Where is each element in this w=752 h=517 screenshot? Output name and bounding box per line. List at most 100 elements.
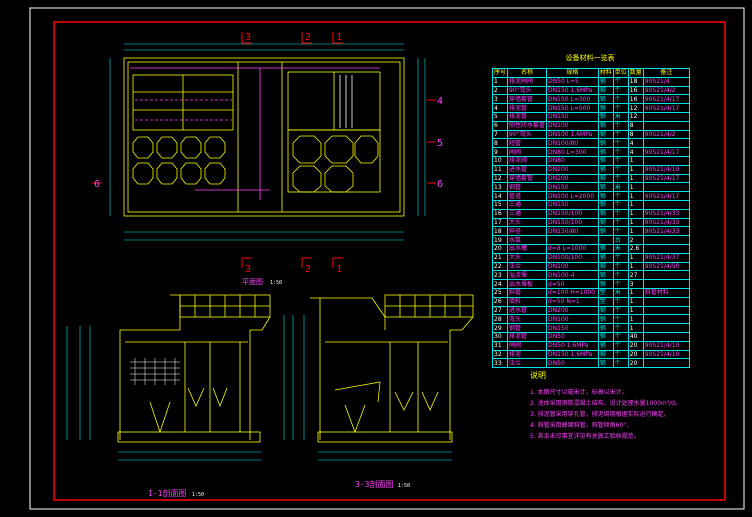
table-cell: 18 <box>491 226 509 237</box>
table-cell: 1 <box>627 164 644 175</box>
table-cell: DN200 <box>546 173 599 184</box>
section-3-3-scale: 1:50 <box>398 483 410 489</box>
table-cell <box>546 235 599 245</box>
table-cell: 个 <box>612 358 629 369</box>
table-cell: 1 <box>627 305 644 316</box>
table-cell: 90S21/4/17 <box>642 191 691 201</box>
table-header: 单位 <box>612 68 629 78</box>
section-3-3-title: 3-3剖面图 <box>355 479 393 489</box>
section-3-3 <box>310 294 474 443</box>
table-cell: 排泥阀 <box>507 155 548 166</box>
table-header: 名称 <box>507 68 548 78</box>
plan-section-label-3: 3 <box>245 32 251 43</box>
table-cell: 3 <box>627 279 644 289</box>
table-cell: 短管 <box>507 138 548 149</box>
table-cell: 个 <box>612 76 629 87</box>
table-cell: 异径 <box>507 226 548 237</box>
table-cell: 16 <box>491 208 509 219</box>
table-cell: DN200 <box>546 164 599 175</box>
table-cell: 19 <box>491 235 509 245</box>
table-cell <box>642 138 691 149</box>
table-cell: 个 <box>612 85 629 96</box>
table-cell: 钢 <box>597 111 614 122</box>
table-cell: 1 <box>491 76 509 87</box>
table-cell: 90S21/4/2 <box>642 129 691 140</box>
table-cell: 米 <box>612 111 629 122</box>
table-cell: 16 <box>627 94 644 105</box>
table-cell: 钢 <box>597 182 614 193</box>
table-cell: 27 <box>491 305 509 316</box>
table-cell: 10 <box>491 155 509 166</box>
table-cell: 20 <box>627 349 644 360</box>
table-cell: 钢 <box>597 358 614 369</box>
table-cell: 5 <box>491 111 509 122</box>
right-octagons <box>292 135 379 193</box>
table-cell: 穿墙套管 <box>507 173 548 184</box>
table-cell: 16 <box>627 85 644 96</box>
table-cell: 1 <box>627 199 644 210</box>
table-cell: 个 <box>612 129 629 140</box>
table-cell <box>642 111 691 122</box>
table-cell: 1 <box>627 314 644 325</box>
table-cell: DN150 L=500 <box>546 103 599 113</box>
table-cell: 个 <box>612 279 629 289</box>
table-cell: 钢 <box>597 147 614 157</box>
table-cell: DN100 1.6MPa <box>546 129 599 140</box>
plan-section-label-2: 2 <box>305 32 311 43</box>
table-cell: 33 <box>491 358 509 369</box>
table-cell: 90S21/4/17 <box>642 94 691 105</box>
table-cell: 90S21/4/17 <box>642 103 691 113</box>
table-cell: 进水管 <box>507 164 548 175</box>
table-cell: 钢 <box>597 173 614 184</box>
table-cell: DN50 <box>546 358 599 369</box>
table-cell: 1 <box>627 191 644 201</box>
table-cell: 90°弯头 <box>507 85 548 96</box>
table-cell: 钢 <box>597 340 614 351</box>
table-cell: 个 <box>612 103 629 113</box>
table-cell: 个 <box>612 331 629 342</box>
left-octagons <box>132 136 226 185</box>
table-cell: 20 <box>627 340 644 351</box>
table-cell: 90S21/4/50 <box>642 261 691 272</box>
table-cell: DN50 1.6MPa <box>546 340 599 351</box>
table-cell: 90S21/4/10 <box>642 349 691 360</box>
table-cell: 塑 <box>597 287 614 298</box>
table-cell: 90S21/4/17 <box>642 173 691 184</box>
table-cell: 8 <box>491 138 509 149</box>
table-cell: 90S21/4/10 <box>642 340 691 351</box>
table-cell: 90S21/4/2 <box>642 85 691 96</box>
table-cell: 个 <box>612 296 629 307</box>
table-cell: 钢 <box>597 129 614 140</box>
table-cell: 钢 <box>597 191 614 201</box>
table-cell: DN150 1.6MPa <box>546 85 599 96</box>
note-line: 4. 斜管采用蜂窝斜管，斜管倾角60°。 <box>530 422 633 429</box>
note-line: 1. 本图尺寸以毫米计，标高以米计。 <box>530 389 628 396</box>
table-title: 设备材料一览表 <box>565 54 615 62</box>
table-cell: 8 <box>627 120 644 131</box>
table-cell: 8 <box>627 129 644 140</box>
table-cell: DN150 <box>546 199 599 210</box>
table-cell: 个 <box>612 340 629 351</box>
table-cell: DN200 <box>546 305 599 316</box>
table-cell: 20 <box>627 358 644 369</box>
table-cell: d=100 H=1000 <box>546 287 599 298</box>
table-cell: 钢 <box>597 261 614 272</box>
table-cell: 钢 <box>597 138 614 149</box>
table-cell <box>642 279 691 289</box>
table-cell: 钢 <box>597 305 614 316</box>
